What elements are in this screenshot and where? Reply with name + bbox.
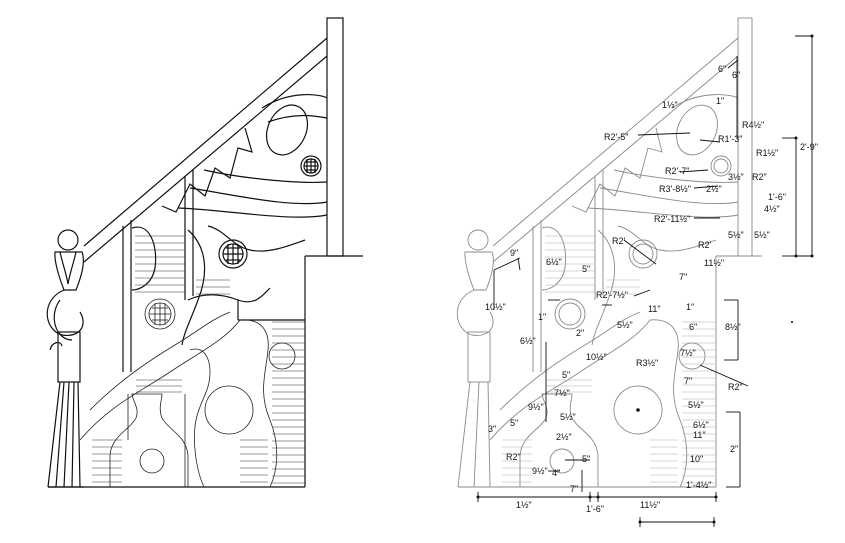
dim-label: 1'-6" [768, 192, 786, 202]
right-elevation: 6" 6" 1½" 1" R4½" R2'-5" R1'-3" R1½" R2'… [456, 17, 818, 527]
dim-label: 5½" [728, 230, 744, 240]
dim-label: R2'-11½" [654, 214, 690, 224]
dim-label: 3½" [728, 172, 744, 182]
dim-label: 1½" [516, 500, 532, 510]
dim-label: 2'-9" [800, 142, 818, 152]
balusters [122, 170, 194, 372]
dim-label: R2'-5" [604, 132, 628, 142]
dim-label: 1" [686, 302, 694, 312]
tassel-ornament [46, 229, 84, 488]
dim-label: 6" [689, 322, 697, 332]
dim-label: 11" [693, 430, 706, 440]
dim-label: 5½" [688, 400, 704, 410]
dim-label: R1'-3" [718, 134, 742, 144]
dim-label: 11½" [640, 500, 660, 510]
dim-label: 10" [690, 454, 703, 464]
dim-label: 9½" [528, 402, 544, 412]
hatch-lines [92, 235, 305, 484]
dim-label: 5" [582, 454, 590, 464]
dim-label: R2" [506, 452, 521, 462]
left-elevation [46, 17, 363, 488]
dim-label: R3½" [636, 358, 658, 368]
dim-label: 5½" [754, 230, 770, 240]
dim-label: 11½" [704, 258, 724, 268]
dim-label: 9" [510, 248, 518, 258]
dim-label: R2'-7½" [596, 290, 628, 300]
dim-label: R2'-7" [665, 166, 689, 176]
right-hatch-lines [502, 235, 715, 484]
dim-label: 4" [552, 468, 560, 478]
upper-shapes [261, 93, 328, 177]
dim-label: 10½" [586, 352, 607, 362]
lower-hatch [79, 298, 296, 488]
dim-label: 1½" [662, 100, 678, 110]
dim-label: 1" [716, 96, 724, 106]
dim-label: R4½" [742, 120, 764, 130]
dim-label: 5" [582, 264, 590, 274]
dim-label: R2" [752, 172, 767, 182]
post-and-rail [48, 17, 363, 488]
dim-label: 9½" [532, 466, 548, 476]
dim-label: 6½" [546, 257, 562, 267]
dim-label: 7" [679, 272, 687, 282]
dim-label: 2½" [556, 432, 572, 442]
dim-label: R2" [728, 382, 743, 392]
mid-panels [131, 225, 306, 346]
dim-label: 4½" [764, 204, 780, 214]
dim-label: R2' [698, 240, 712, 250]
bunting [161, 127, 328, 218]
dim-label: R1½" [756, 148, 778, 158]
dimension-arrows [476, 34, 814, 524]
dim-label: 5½" [560, 412, 576, 422]
dim-label: 10½" [485, 302, 506, 312]
dim-label: 7" [570, 484, 578, 494]
dim-label: 2" [730, 444, 738, 454]
dim-label: 8½" [725, 322, 741, 332]
dim-label: 1'-4½" [686, 480, 711, 490]
dim-label: 2½" [706, 184, 722, 194]
dim-label: 6" [718, 64, 726, 74]
right-frame [456, 17, 762, 488]
dim-label: 6½" [693, 420, 709, 430]
dim-label: 3" [488, 424, 496, 434]
dim-label: R2' [612, 236, 626, 246]
dim-label: 5" [510, 418, 518, 428]
dim-label: 11" [648, 304, 661, 314]
dim-label: 6" [732, 70, 740, 80]
dimension-lines [477, 35, 813, 527]
dim-label: 7" [684, 376, 692, 386]
dim-label: 7½" [554, 388, 570, 398]
dim-label: 1" [538, 312, 546, 322]
dim-label: 5" [562, 370, 570, 380]
dim-label: 7½" [680, 348, 696, 358]
dimension-labels: 6" 6" 1½" 1" R4½" R2'-5" R1'-3" R1½" R2'… [485, 64, 818, 514]
dim-label: 1'-6" [586, 504, 604, 514]
dim-label: 5½" [617, 320, 633, 330]
dim-label: 6½" [520, 336, 536, 346]
dim-label: 2" [576, 328, 584, 338]
dim-label: R3'-8½" [659, 184, 691, 194]
